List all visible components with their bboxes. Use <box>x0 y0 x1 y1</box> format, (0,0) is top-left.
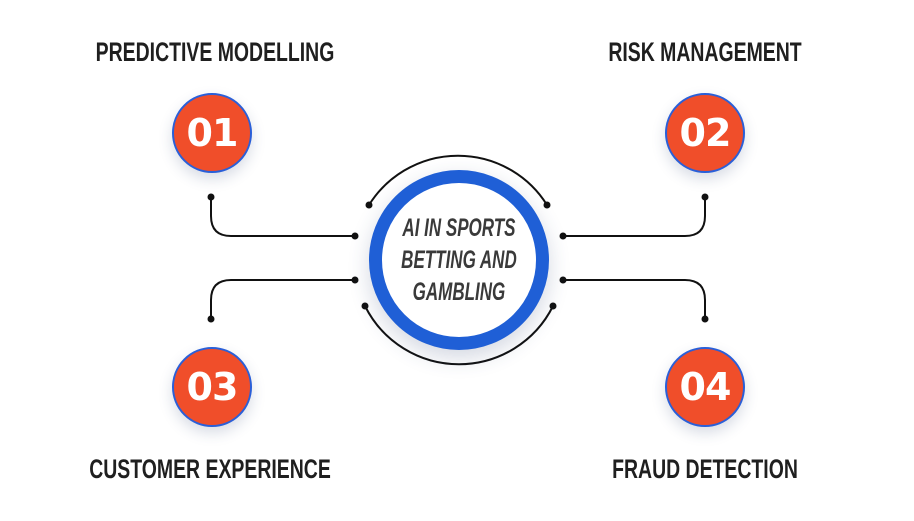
connector-04 <box>563 279 706 319</box>
label-customer-experience: CUSTOMER EXPERIENCE <box>89 454 331 484</box>
label-risk-management: RISK MANAGEMENT <box>608 37 802 67</box>
connector-dots <box>207 193 709 323</box>
top-arc <box>368 154 548 206</box>
badge-01: 01 <box>172 93 252 173</box>
center-hub: AI IN SPORTS BETTING AND GAMBLING <box>369 170 549 350</box>
center-line-2: BETTING AND <box>401 246 517 274</box>
label-predictive-modelling: PREDICTIVE MODELLING <box>95 37 335 67</box>
connector-03 <box>210 279 355 319</box>
connector-02 <box>563 197 706 237</box>
label-fraud-detection: FRAUD DETECTION <box>612 454 798 484</box>
badge-04: 04 <box>665 347 745 427</box>
badge-03: 03 <box>172 347 252 427</box>
badge-02: 02 <box>665 93 745 173</box>
bottom-arc <box>364 305 554 366</box>
center-title: AI IN SPORTS BETTING AND GAMBLING <box>401 212 517 308</box>
connector-01 <box>210 197 355 237</box>
center-line-3: GAMBLING <box>412 278 506 306</box>
center-line-1: AI IN SPORTS <box>402 214 516 242</box>
